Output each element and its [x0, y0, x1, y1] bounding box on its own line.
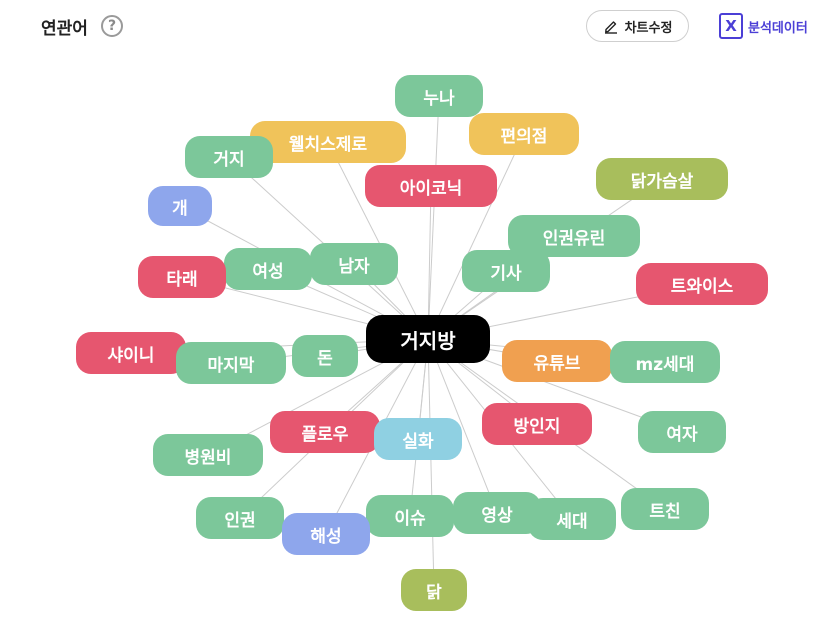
keyword-node[interactable]: 실화	[374, 418, 462, 460]
keyword-node[interactable]: 편의점	[469, 113, 579, 155]
keyword-node[interactable]: 병원비	[153, 434, 263, 476]
keyword-node[interactable]: 세대	[528, 498, 616, 540]
keyword-node[interactable]: 영상	[453, 492, 541, 534]
edit-chart-button[interactable]: 차트수정	[586, 10, 689, 42]
keyword-node[interactable]: 유튜브	[502, 340, 612, 382]
edge-line	[427, 133, 525, 340]
keyword-node[interactable]: 닭가슴살	[596, 158, 728, 200]
analysis-data-button[interactable]: X 분석데이터	[719, 11, 808, 41]
excel-icon: X	[719, 13, 743, 39]
keyword-node[interactable]: 마지막	[176, 342, 286, 384]
keyword-node[interactable]: 기사	[462, 250, 550, 292]
help-icon[interactable]: ?	[101, 15, 123, 37]
keyword-node[interactable]: 누나	[395, 75, 483, 117]
keyword-node[interactable]: 트와이스	[636, 263, 768, 305]
keyword-node[interactable]: 개	[148, 186, 212, 226]
page-title: 연관어	[41, 19, 88, 39]
edge-line	[327, 141, 429, 340]
keyword-node[interactable]: 아이코닉	[365, 165, 497, 207]
keyword-node[interactable]: 샤이니	[76, 332, 186, 374]
keyword-node[interactable]: 트친	[621, 488, 709, 530]
keyword-node[interactable]: 남자	[310, 243, 398, 285]
edit-chart-label: 차트수정	[624, 20, 673, 36]
keyword-node[interactable]: 이슈	[366, 495, 454, 537]
edge-line	[427, 338, 435, 591]
keyword-node[interactable]: 인권	[196, 497, 284, 539]
edge-line	[427, 185, 432, 340]
keyword-node[interactable]: mz세대	[610, 341, 720, 383]
center-keyword-node[interactable]: 거지방	[366, 315, 490, 363]
keyword-node[interactable]: 플로우	[270, 411, 380, 453]
keyword-node[interactable]: 해성	[282, 513, 370, 555]
edge-line	[427, 338, 498, 514]
keyword-node[interactable]: 돈	[292, 335, 358, 377]
pencil-icon	[604, 21, 617, 34]
keyword-node[interactable]: 웰치스제로	[250, 121, 406, 163]
keyword-node[interactable]: 타래	[138, 256, 226, 298]
keyword-node[interactable]: 닭	[401, 569, 467, 611]
keyword-node[interactable]: 방인지	[482, 403, 592, 445]
keyword-node[interactable]: 여성	[224, 248, 312, 290]
analysis-data-label: 분석데이터	[748, 20, 808, 36]
keyword-node[interactable]: 거지	[185, 136, 273, 178]
edge-line	[427, 95, 440, 340]
keyword-node[interactable]: 여자	[638, 411, 726, 453]
